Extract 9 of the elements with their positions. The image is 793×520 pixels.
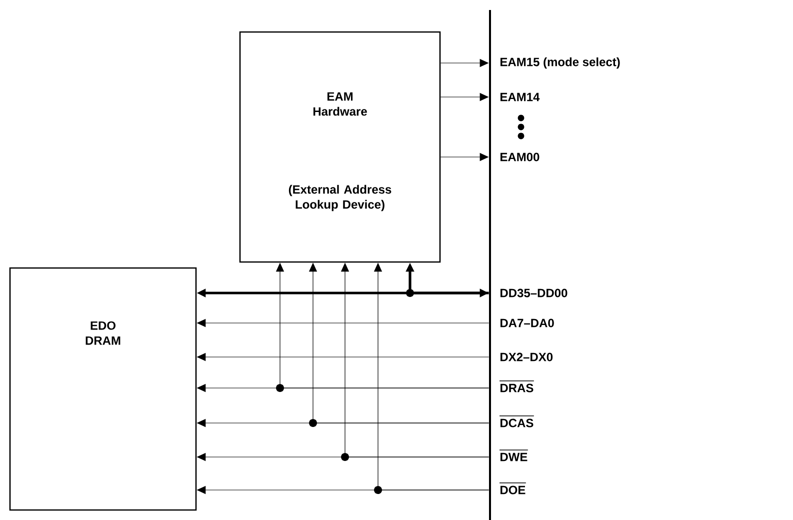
component-box: EAM Hardware (External Address Lookup Device): [239, 31, 441, 263]
signal-label: DA7–DA0: [500, 318, 554, 328]
signal-label: DRAS: [499, 380, 534, 392]
component-box: EDO DRAM: [9, 267, 197, 511]
signal-label: DWE: [499, 450, 528, 462]
signal-label: DX2–DX0: [500, 352, 553, 362]
signal-label: DOE: [499, 482, 526, 494]
signal-label: DCAS: [499, 415, 534, 428]
signal-label: DD35–DD00: [500, 288, 568, 298]
